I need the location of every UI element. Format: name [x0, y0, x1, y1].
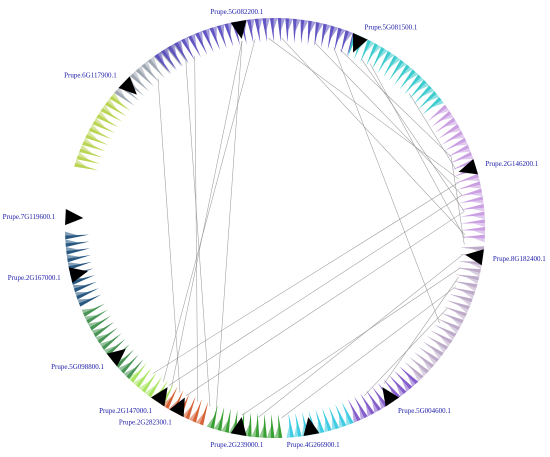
gene-marker [230, 417, 247, 437]
gene-label: Prupe.2G167000.1 [8, 274, 61, 282]
gene-labels: Prupe.5G082200.1Prupe.5G081500.1Prupe.2G… [3, 8, 547, 449]
collinearity-link [216, 40, 243, 409]
gene-marker [106, 348, 126, 367]
collinearity-link [450, 156, 465, 245]
gene-label: Prupe.2G282300.1 [119, 419, 172, 427]
collinearity-link [268, 37, 459, 180]
gene-marker [230, 19, 247, 39]
collinearity-link [339, 49, 452, 158]
gene-label: Prupe.7G119600.1 [3, 213, 56, 221]
chromosome-segment [74, 92, 131, 171]
chromosome-segment [286, 401, 354, 438]
collinearity-link [333, 47, 440, 324]
collinearity-link [163, 38, 256, 382]
gene-marker [68, 267, 88, 284]
chromosome-segment [404, 246, 485, 382]
collinearity-link [314, 41, 463, 196]
chromosome-segment [347, 33, 444, 115]
gene-label: Prupe.6G117900.1 [64, 72, 117, 80]
gene-marker [465, 249, 484, 266]
gene-label: Prupe.5G082200.1 [210, 8, 263, 16]
chromosome-segment [427, 104, 485, 243]
collinearity-link [152, 181, 460, 374]
gene-marker [352, 33, 368, 53]
gene-label: Prupe.2G146200.1 [485, 160, 538, 168]
gene-marker [303, 417, 320, 437]
gene-label: Prupe.8G182400.1 [493, 255, 546, 263]
collinearity-link [168, 194, 463, 386]
collinearity-link [185, 211, 465, 396]
chromosome-segment [114, 40, 188, 106]
collinearity-link [383, 277, 459, 384]
collinearity-link [194, 55, 198, 402]
gene-label: Prupe.5G098800.1 [51, 363, 104, 371]
gene-label: Prupe.2G239000.1 [210, 441, 263, 449]
collinearity-link [258, 254, 464, 418]
gene-marker [382, 387, 400, 407]
gene-marker [150, 387, 168, 407]
collinearity-links [152, 37, 466, 419]
collinearity-link [364, 308, 448, 396]
collinearity-link [241, 267, 462, 416]
collinearity-link [171, 40, 243, 388]
gene-marker [458, 158, 479, 175]
collinearity-link [409, 93, 456, 170]
gene-marker [118, 76, 137, 95]
collinearity-link [281, 37, 466, 235]
gene-label: Prupe.2G147000.1 [99, 407, 152, 415]
chromosome-segment [81, 303, 144, 380]
chromosome-segment [154, 18, 360, 74]
collinearity-link [369, 63, 465, 239]
collinearity-link [361, 58, 465, 212]
gene-marker [169, 397, 185, 418]
collinearity-link [157, 78, 181, 393]
collinearity-link [185, 60, 211, 407]
gene-marker [65, 208, 84, 226]
gene-label: Prupe.5G081500.1 [364, 24, 417, 32]
gene-markers [65, 19, 484, 437]
gene-label: Prupe.5G004600.1 [398, 407, 451, 415]
gene-label: Prupe.4G266900.1 [287, 441, 340, 449]
collinearity-link [281, 286, 456, 419]
